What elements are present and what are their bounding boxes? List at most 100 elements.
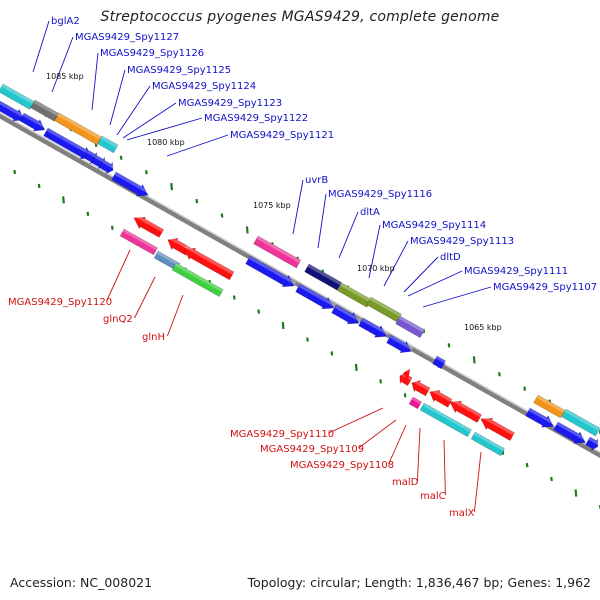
gc-tick <box>257 309 261 314</box>
gene-reverse-arrow-shine <box>481 415 515 436</box>
gene-reverse-arrow <box>449 400 483 423</box>
gene-label: MGAS9429_Spy1108 <box>290 460 394 471</box>
gc-tick <box>330 351 334 356</box>
label-leader <box>383 240 409 287</box>
gc-tick <box>86 211 90 217</box>
gene-forward-arrow-shine <box>114 172 151 195</box>
label-leader <box>32 20 50 73</box>
gene-label: MGAS9429_Spy1123 <box>178 98 282 109</box>
gene-label: MGAS9429_Spy1107 <box>493 282 597 293</box>
label-leader <box>126 117 203 141</box>
gene-forward-arrow <box>386 334 412 354</box>
gc-ticks <box>13 96 600 510</box>
gene-feature-shine <box>1 84 35 105</box>
label-leader <box>368 224 381 279</box>
gene-reverse-arrow-shine <box>134 214 164 233</box>
gc-tick <box>498 372 501 377</box>
gene-labels: bglA2MGAS9429_Spy1127MGAS9429_Spy1126MGA… <box>8 16 597 519</box>
gene-feature <box>395 315 425 339</box>
gene-feature-shine <box>156 251 181 266</box>
gene-marker <box>437 359 445 368</box>
gene-forward-arrow-shine <box>46 128 95 157</box>
position-label: 1065 kbp <box>464 323 502 332</box>
gene-forward-arrow <box>585 436 599 452</box>
gene-forward-arrow-shine <box>435 356 446 364</box>
gene-label: MGAS9429_Spy1126 <box>100 48 204 59</box>
gene-forward-arrow-shine <box>588 437 600 446</box>
gene-feature-shine <box>33 100 59 117</box>
backbone-highlight <box>0 111 600 454</box>
gene-feature-shine <box>536 395 565 413</box>
gene-forward-arrow-shine <box>298 284 336 307</box>
gene-label: glnQ2 <box>103 314 133 325</box>
label-leader <box>328 407 384 434</box>
gene-forward-arrow <box>553 421 586 444</box>
label-leader <box>166 294 184 337</box>
gene-forward-arrow-shine <box>334 305 362 322</box>
gene-label: uvrB <box>305 175 328 186</box>
genome-summary: Topology: circular; Length: 1,836,467 bp… <box>247 575 591 590</box>
gc-tick <box>220 213 224 218</box>
gene-forward-arrow <box>331 304 360 325</box>
gene-feature <box>533 394 566 419</box>
gene-label: MGAS9429_Spy1111 <box>464 266 568 277</box>
gene-feature <box>470 431 506 457</box>
gene-marker <box>403 369 410 381</box>
label-leader <box>109 69 126 126</box>
gene-reverse-arrow-shine <box>430 388 453 403</box>
gc-tick <box>170 183 174 191</box>
gene-forward-arrow <box>0 100 26 122</box>
gene-feature-shine <box>369 297 402 317</box>
gene-feature-shine <box>57 113 102 140</box>
gene-feature-shine <box>307 264 342 286</box>
gene-reverse-arrow-shine <box>184 245 234 275</box>
gene-label: MGAS9429_Spy1124 <box>152 81 256 92</box>
gene-forward-arrow-shine <box>556 422 588 442</box>
label-leader <box>358 419 397 449</box>
gc-tick <box>62 196 65 204</box>
gene-forward-arrow-shine <box>528 408 556 426</box>
label-leader <box>422 286 492 308</box>
label-leader <box>416 427 421 482</box>
gc-tick <box>306 337 309 342</box>
gene-forward-arrow <box>99 159 114 175</box>
gene-forward-arrow-shine <box>361 318 389 336</box>
position-label: 1080 kbp <box>147 138 185 147</box>
gene-label: MGAS9429_Spy1120 <box>8 297 112 308</box>
gene-forward-arrow <box>245 255 295 288</box>
gene-feature <box>419 402 472 438</box>
gene-label: MGAS9429_Spy1110 <box>230 429 334 440</box>
gene-label: MGAS9429_Spy1116 <box>328 189 432 200</box>
gene-forward-arrow-shine <box>22 113 47 129</box>
gene-feature <box>561 408 600 437</box>
gene-reverse-arrow-shine <box>450 398 482 418</box>
gene-forward-arrow-shine <box>389 335 414 351</box>
position-label: 1085 kbp <box>46 72 84 81</box>
gc-tick <box>119 155 123 160</box>
gc-tick <box>447 343 451 348</box>
gene-label: glnH <box>142 332 165 343</box>
gene-reverse-arrow <box>133 216 165 238</box>
label-leader <box>292 179 304 235</box>
label-leaders <box>32 20 492 513</box>
gene-reverse-arrow <box>480 417 515 442</box>
position-label: 1075 kbp <box>253 201 291 210</box>
gc-tick <box>195 198 199 204</box>
gene-feature-shine <box>100 136 118 148</box>
gc-tick <box>232 295 236 300</box>
gene-forward-arrow <box>19 112 46 132</box>
gene-feature <box>30 99 60 122</box>
label-leader <box>51 36 74 93</box>
gc-tick <box>379 379 383 384</box>
gc-tick <box>574 489 578 497</box>
gene-feature <box>337 282 372 308</box>
gene-feature <box>54 112 102 146</box>
gene-feature <box>171 262 224 298</box>
gene-forward-arrow-shine <box>102 160 116 170</box>
gene-feature <box>253 235 302 269</box>
gc-tick <box>403 393 407 398</box>
gc-tick <box>110 225 114 230</box>
gene-forward-arrow <box>525 407 554 428</box>
